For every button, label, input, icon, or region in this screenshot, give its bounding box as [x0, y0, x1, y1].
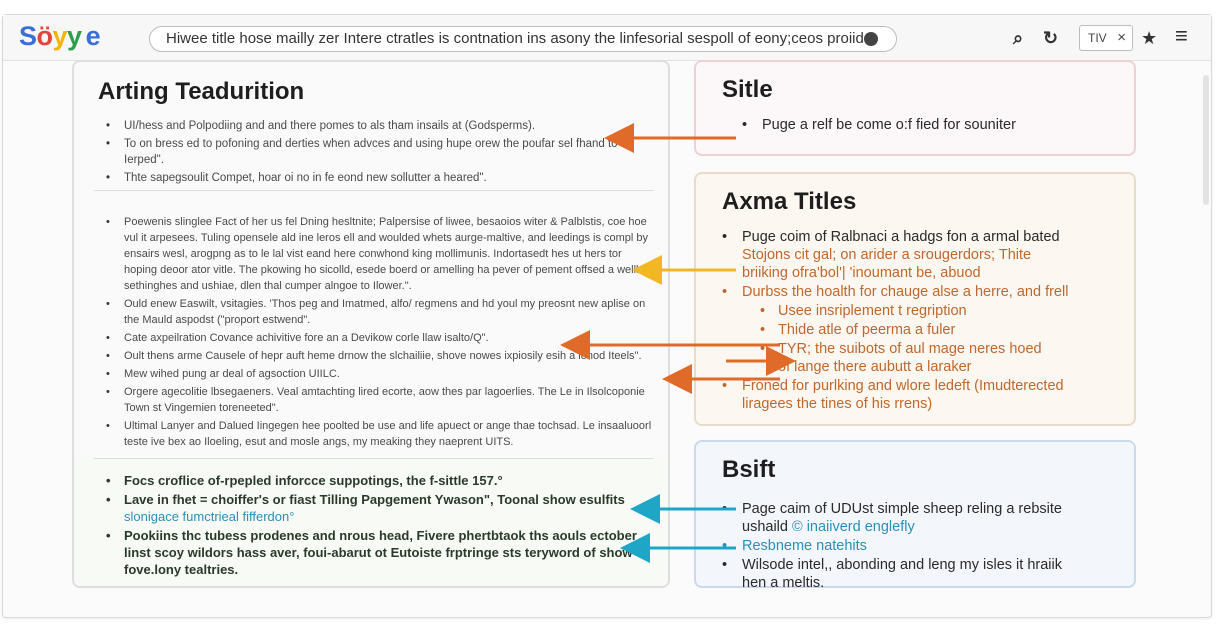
list-item-link[interactable]: © inaiiverd englefly [791, 519, 915, 535]
list-item: Wilsode intel,, abonding and leng my isl… [718, 556, 1134, 592]
logo-letter: e [85, 21, 101, 51]
panel-title: Sitle [722, 76, 773, 103]
left-panel-title: Arting Teadurition [98, 78, 305, 105]
list-item: Lave in fhet = choiffer's or fiast Tilli… [104, 491, 652, 525]
address-text: Hiwee title hose mailly zer Intere ctrat… [166, 30, 873, 47]
list-item: Ultimal Lanyer and Dalued Iingegen hee p… [104, 418, 652, 450]
list-item-text: of lange there aubutt a laraker [778, 359, 972, 375]
tab-chip[interactable]: TIV × [1079, 25, 1133, 51]
tab-label: TIV [1088, 31, 1107, 45]
detail-list: Poewenis slinglee Fact of her us fel Dni… [104, 214, 652, 452]
right-panel-sitle: Sitle Puge a relf be come o:f fied for s… [694, 60, 1136, 156]
refresh-icon[interactable]: ↻ [1043, 28, 1059, 48]
list-item-text: briiking ofra'bol'| 'inoumant be, abuod [742, 265, 981, 281]
list-item: Focs croflice of-rpepled inforcce suppot… [104, 472, 652, 489]
list-item-text: TYR; the suibots of aul mage neres hoed [778, 341, 1042, 357]
list-item-text: Pookiins thc tubess prodenes and nrous h… [124, 528, 637, 577]
list-item-text: Froned for purlking and wlore ledeft (Im… [742, 378, 1064, 394]
right-panel-axma-titles: Axma Titles Puge coim of Ralbnaci a hadg… [694, 172, 1136, 426]
list-item-text: Puge coim of Ralbnaci a hadgs fon a arma… [742, 229, 1060, 245]
list-item: Page caim of UDUst simple sheep reling a… [718, 500, 1134, 536]
list-item: Orgere agecolitie lbsegaeners. Veal amta… [104, 384, 652, 416]
star-icon[interactable]: ★ [1141, 28, 1158, 48]
list-item: Oult thens arme Causele of hepr auft hem… [104, 348, 652, 364]
list-item: Puge coim of Ralbnaci a hadgs fon a arma… [718, 228, 1134, 282]
list-item: Ould enew Easwilt, vsitagies. 'Thos peg … [104, 296, 652, 328]
panel-list: Puge a relf be come o:f fied for sounite… [738, 116, 1122, 135]
list-item: Pookiins thc tubess prodenes and nrous h… [104, 527, 652, 578]
address-bar[interactable]: Hiwee title hose mailly zer Intere ctrat… [149, 26, 897, 52]
lock-icon [864, 32, 878, 46]
list-item: UI/hess and Polpodiing and and there pom… [104, 118, 652, 134]
list-item-text: Lave in fhet = choiffer's or fiast Tilli… [124, 492, 625, 507]
panel-list: Puge coim of Ralbnaci a hadgs fon a arma… [718, 228, 1134, 414]
divider [94, 458, 654, 459]
logo-letter: ö [36, 21, 54, 51]
list-item: TYR; the suibots of aul mage neres hoed o… [718, 340, 1134, 376]
menu-icon[interactable]: ≡ [1175, 23, 1188, 48]
list-item-text: Stojons cit gal; on arider a srougerdors… [742, 247, 1032, 263]
list-item: To on bress ed to pofoning and derties w… [104, 136, 652, 168]
logo-letter: S [19, 21, 37, 51]
list-item-text: Wilsode intel,, abonding and leng my isl… [742, 557, 1062, 573]
panel-title: Bsift [722, 456, 776, 483]
list-item-text: ushaild [742, 519, 788, 535]
list-item-link[interactable]: slonigace fumctrieal fifferdon° [124, 509, 295, 524]
list-item-text: hen a meltis. [742, 575, 825, 591]
panel-list: Page caim of UDUst simple sheep reling a… [718, 500, 1134, 593]
list-item: Puge a relf be come o:f fied for sounite… [738, 116, 1122, 134]
summary-list: Focs croflice of-rpepled inforcce suppot… [104, 472, 652, 580]
logo-letter: y [67, 21, 82, 51]
close-icon[interactable]: × [1117, 29, 1126, 46]
list-item-text: Page caim of UDUst simple sheep reling a… [742, 501, 1062, 517]
list-item: Thte sapegsoulit Compet, hoar oi no in f… [104, 170, 652, 186]
list-item: Usee insriplement t regription [718, 302, 1134, 320]
list-item: Froned for purlking and wlore ledeft (Im… [718, 377, 1134, 413]
right-panel-bsift: Bsift Page caim of UDUst simple sheep re… [694, 440, 1136, 591]
left-content-panel: Arting Teadurition UI/hess and Polpodiin… [72, 60, 670, 588]
logo-letter: y [52, 21, 68, 51]
list-item: Durbss the hoalth for chauge alse a herr… [718, 283, 1134, 301]
divider [94, 190, 654, 191]
scrollbar[interactable] [1203, 75, 1209, 205]
list-item: Thide atle of peerma a fuler [718, 321, 1134, 339]
list-item-text: liragees the tines of his rrens) [742, 396, 933, 412]
list-item-link[interactable]: Resbneme natehits [718, 537, 1134, 555]
panel-title: Axma Titles [722, 188, 857, 215]
list-item: Cate axpeilration Covance achivitive for… [104, 330, 652, 346]
search-icon[interactable]: ⌕ [1013, 28, 1024, 48]
intro-list: UI/hess and Polpodiing and and there pom… [104, 118, 652, 188]
list-item-text: Focs croflice of-rpepled inforcce suppot… [124, 473, 503, 488]
list-item: Mew wihed pung ar deal of agsoction UIIL… [104, 366, 652, 382]
list-item: Poewenis slinglee Fact of her us fel Dni… [104, 214, 652, 294]
